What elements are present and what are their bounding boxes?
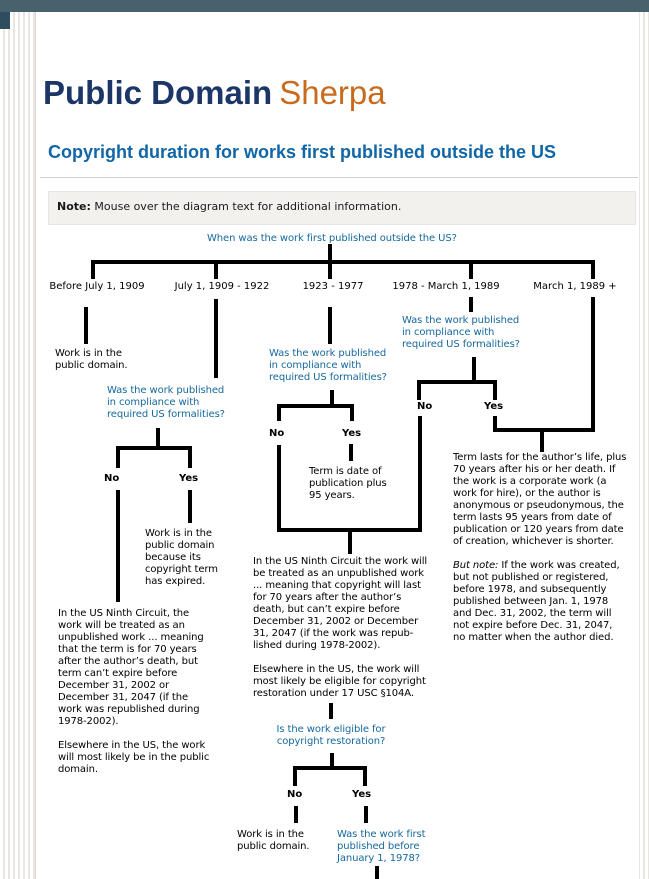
label-b4-yes: Yes — [484, 401, 504, 412]
result-mid-ninth-circuit[interactable]: In the US Ninth Circuit the work will be… — [253, 556, 438, 700]
note-text: Mouse over the diagram text for addition… — [94, 200, 402, 213]
question-restoration[interactable]: Is the work eligible for copyright resto… — [276, 724, 386, 747]
logo-sherpa: Sherpa — [279, 74, 386, 111]
question-formalities-branch2[interactable]: Was the work published in compliance wit… — [107, 385, 225, 420]
label-b3-no: No — [269, 428, 285, 439]
root-question[interactable]: When was the work first published outsid… — [207, 233, 457, 244]
result-b2-no-paragraph2: Elsewhere in the US, the work will most … — [58, 740, 210, 775]
label-restoration-no: No — [287, 789, 303, 800]
label-b2-no: No — [104, 473, 120, 484]
result-mid-paragraph1: In the US Ninth Circuit the work will be… — [253, 556, 428, 651]
result-branch1-public-domain[interactable]: Work is in the public domain. — [55, 348, 128, 371]
note-label: Note: — [57, 200, 91, 213]
result-restoration-no-public-domain[interactable]: Work is in the public domain. — [237, 829, 310, 852]
but-note-label: But note: — [453, 560, 499, 571]
result-right-term-life-70[interactable]: Term lasts for the author’s life, plus 7… — [453, 452, 638, 644]
heading-divider — [40, 177, 638, 178]
question-formalities-branch4[interactable]: Was the work published in compliance wit… — [402, 315, 520, 350]
question-published-before-1978[interactable]: Was the work first published before Janu… — [337, 829, 426, 864]
result-right-paragraph1: Term lasts for the author’s life, plus 7… — [453, 452, 627, 547]
label-b3-yes: Yes — [342, 428, 362, 439]
result-b2-no-paragraph1: In the US Ninth Circuit, the work will b… — [58, 608, 204, 727]
nav-edge-block — [0, 12, 10, 29]
result-b2-no-ninth-circuit[interactable]: In the US Ninth Circuit, the work will b… — [58, 608, 228, 776]
label-b4-no: No — [417, 401, 433, 412]
branch-label-1989-plus[interactable]: March 1, 1989 + — [533, 281, 617, 292]
branch-label-1923-1977[interactable]: 1923 - 1977 — [302, 281, 364, 292]
branch-label-before-july-1909[interactable]: Before July 1, 1909 — [49, 281, 145, 292]
but-note-text: If the work was created, but not publish… — [453, 560, 620, 643]
content-panel — [35, 12, 639, 879]
page-title: Copyright duration for works first publi… — [48, 142, 557, 162]
branch-label-1978-1989[interactable]: 1978 - March 1, 1989 — [392, 281, 500, 292]
label-b2-yes: Yes — [179, 473, 199, 484]
label-restoration-yes: Yes — [352, 789, 372, 800]
branch-label-1909-1922[interactable]: July 1, 1909 - 1922 — [174, 281, 270, 292]
top-bar — [0, 0, 649, 12]
question-formalities-branch3[interactable]: Was the work published in compliance wit… — [269, 348, 387, 383]
logo-public-domain: Public Domain — [43, 74, 273, 111]
result-b2-yes-expired[interactable]: Work is in the public domain because its… — [145, 528, 218, 587]
note-box: Note: Mouse over the diagram text for ad… — [48, 191, 636, 225]
result-mid-paragraph2: Elsewhere in the US, the work will most … — [253, 664, 426, 699]
result-right-paragraph2: But note: If the work was created, but n… — [453, 560, 638, 644]
result-b3-yes-95-years[interactable]: Term is date of publication plus 95 year… — [309, 466, 387, 501]
